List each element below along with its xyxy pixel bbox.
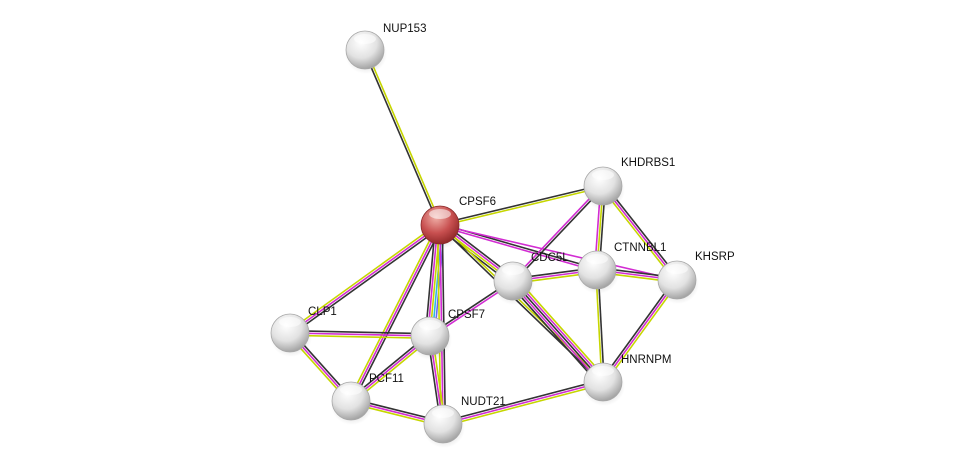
node-label: CPSF7 [448,309,485,321]
edge-evidence-yellow [289,334,430,340]
node-highlight [340,385,362,395]
node-highlight [592,366,614,376]
node-highlight [592,170,614,180]
edge-evidence-black [290,329,431,335]
node-highlight [586,254,608,264]
node-label: KHDRBS1 [621,157,675,169]
edge-clp1-cpsf7[interactable] [289,329,431,340]
node-cdc5l[interactable]: CDC5L [493,252,569,305]
edge-evidence-black [439,184,603,225]
edge-evidence-yellow [443,383,604,427]
node-label: PCF11 [369,373,404,385]
node-label: CPSF6 [459,196,496,208]
node-label: NUP153 [383,23,426,35]
node-label: CDC5L [531,252,569,264]
node-khsrp[interactable]: KHSRP [657,251,735,304]
edge-evidence-black [352,225,443,403]
node-highlight [502,265,524,275]
node-highlight [432,408,454,418]
edges-layer [287,49,680,428]
edge-evidence-magenta [442,381,604,425]
node-hnrnpm[interactable]: HNRNPM [583,354,671,406]
node-cpsf6[interactable]: CPSF6 [420,196,496,249]
edge-evidence-yellow [365,49,442,225]
edge-evidence-magenta [439,225,597,272]
node-label: KHSRP [695,251,735,263]
node-highlight [354,34,376,44]
node-highlight [429,209,451,219]
node-nudt21[interactable]: NUDT21 [423,396,506,448]
edge-cpsf6-khdrbs1[interactable] [439,184,604,227]
node-label: HNRNPM [621,354,671,366]
node-label: CTNNBL1 [614,242,666,254]
edge-evidence-yellow [348,223,439,401]
edge-evidence-yellow [440,186,604,227]
edge-evidence-black [363,50,440,226]
edge-evidence-black [442,379,603,423]
node-highlight [666,264,688,274]
edge-evidence-yellow [288,222,440,332]
node-pcf11[interactable]: PCF11 [331,373,404,425]
node-ctnnbl1[interactable]: CTNNBL1 [577,242,666,294]
edge-cpsf6-nup153[interactable] [363,49,442,226]
node-highlight [419,320,441,330]
node-cpsf7[interactable]: CPSF7 [410,309,485,360]
edge-cpsf6-pcf11[interactable] [348,223,443,403]
edge-evidence-black [290,226,442,336]
edge-cpsf6-khsrp[interactable] [439,224,678,281]
edge-evidence-magenta [439,224,678,281]
node-highlight [279,317,301,327]
edge-evidence-magenta [350,224,441,402]
node-clp1[interactable]: CLP1 [270,306,337,357]
edge-evidence-magenta [289,224,441,334]
node-nup153[interactable]: NUP153 [345,23,426,74]
node-label: NUDT21 [461,396,506,408]
node-khdrbs1[interactable]: KHDRBS1 [583,157,675,210]
edge-cpsf6-clp1[interactable] [288,222,442,336]
edge-evidence-magenta [289,332,431,337]
node-label: CLP1 [308,306,337,318]
edge-nudt21-hnrnpm[interactable] [442,379,604,427]
